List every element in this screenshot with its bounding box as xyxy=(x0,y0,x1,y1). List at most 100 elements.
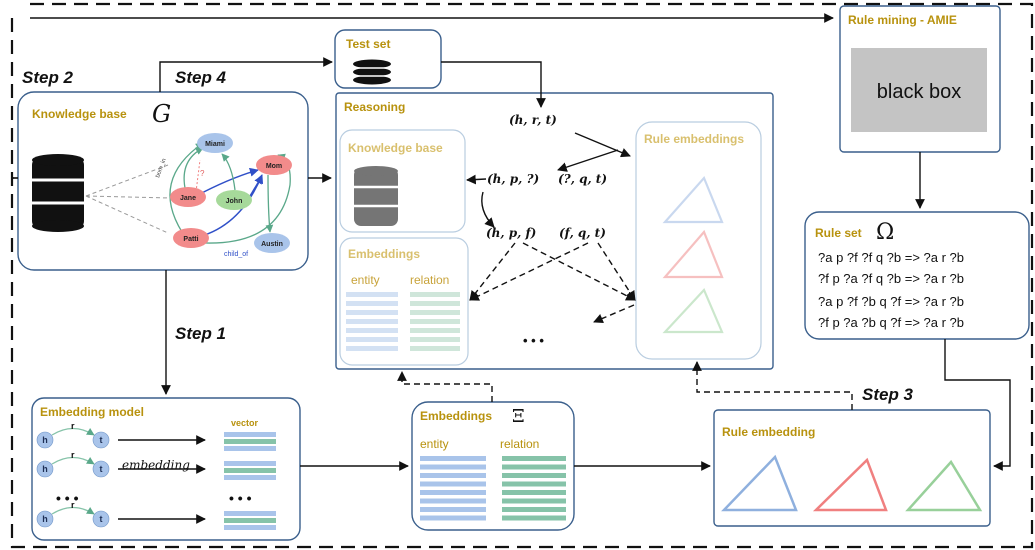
entity-node-john xyxy=(216,190,252,210)
reasoning-title: Reasoning xyxy=(344,100,405,114)
relation-bar xyxy=(502,456,566,461)
rule-embedding-box: Rule embedding xyxy=(713,409,991,527)
faint-relation-bar xyxy=(410,292,460,297)
test-set-database-icon xyxy=(353,59,391,85)
relation-node-label: r xyxy=(71,421,75,431)
faint-relation-bar xyxy=(410,328,460,333)
step3-label: Step 3 xyxy=(862,385,914,404)
relation-label-question: ? xyxy=(200,169,205,178)
triangle-blue xyxy=(721,454,798,512)
rule-set-title: Rule set xyxy=(815,226,862,240)
relation-arc xyxy=(51,506,95,515)
faint-relation-bar xyxy=(410,319,460,324)
tail-node xyxy=(92,431,110,449)
head-node-label: h xyxy=(42,514,48,524)
reasoning-entity-label: entity xyxy=(351,273,380,287)
reasoning-embeddings-title: Embeddings xyxy=(348,247,420,261)
head-node xyxy=(36,460,54,478)
faint-entity-bar xyxy=(346,301,398,306)
entity-node-jane xyxy=(170,187,206,207)
entity-bar xyxy=(420,456,486,461)
tail-node-label: t xyxy=(100,435,103,445)
svg-text:Mom: Mom xyxy=(266,163,282,170)
entity-bar xyxy=(420,464,486,470)
vector-bar-relation xyxy=(224,439,276,444)
faint-entity-bar xyxy=(346,337,398,342)
embedding-model-title: Embedding model xyxy=(40,405,144,419)
test-set-title: Test set xyxy=(346,37,390,51)
relation-bar xyxy=(502,481,566,487)
reasoning-relation-label: relation xyxy=(410,273,449,287)
embeddings-box: Embeddings Ξ entity relation xyxy=(411,401,575,531)
faint-relation-bar xyxy=(410,337,460,342)
faint-entity-bar xyxy=(346,310,398,315)
vector-bar-relation xyxy=(224,468,276,473)
svg-text:John: John xyxy=(226,198,243,205)
faint-entity-bar xyxy=(346,346,398,351)
rule-4: ?f p ?a ?b q ?f => ?a r ?b xyxy=(818,315,964,330)
relation-bar xyxy=(502,507,566,512)
svg-text:Patti: Patti xyxy=(183,236,198,243)
rule-mining-box: Rule mining - AMIE black box xyxy=(839,5,1001,153)
entity-bar xyxy=(420,490,486,495)
rule-1: ?a p ?f ?f q ?b => ?a r ?b xyxy=(818,250,964,265)
vector-bars xyxy=(224,432,276,530)
embeddings-symbol: Ξ xyxy=(512,406,525,427)
arrow-rule-embedding-to-reasoning xyxy=(692,361,853,410)
rule-3: ?a p ?f ?b q ?f => ?a r ?b xyxy=(818,294,964,309)
kb-symbol: G xyxy=(152,100,171,128)
rule-mining-title: Rule mining - AMIE xyxy=(848,13,957,27)
rule-2: ?f p ?a ?f q ?b => ?a r ?b xyxy=(818,271,964,286)
relation-bar xyxy=(502,515,566,521)
outer-dashed-frame xyxy=(10,2,1034,549)
rule-set-symbol: Ω xyxy=(876,220,894,245)
vector-bar-entity xyxy=(224,511,276,516)
faint-entity-bar xyxy=(346,292,398,297)
arrow-step4 xyxy=(159,57,333,92)
entity-node-mom xyxy=(256,155,292,175)
head-node-label: h xyxy=(42,464,48,474)
vector-bar-entity xyxy=(224,446,276,451)
rule-embeddings-title: Rule embeddings xyxy=(644,132,744,146)
embeddings-bars xyxy=(420,456,566,521)
embedding-arrow-label: embedding xyxy=(122,458,190,472)
reasoning-embedding-bars xyxy=(346,292,460,351)
vector-bar-relation xyxy=(224,518,276,523)
database-icon xyxy=(32,154,84,232)
vector-bar-entity xyxy=(224,525,276,530)
reasoning-ellipsis: • • • xyxy=(523,333,544,348)
rule-embedding-title: Rule embedding xyxy=(722,425,815,439)
path-f-q-t: (f, q, t) xyxy=(559,226,606,240)
arrow-ruleset-to-rule-embedding xyxy=(944,339,1011,471)
relation-node-label: r xyxy=(71,450,75,460)
entity-bar xyxy=(420,515,486,521)
embeddings-title: Embeddings xyxy=(420,409,492,423)
rule-set-box: Rule set Ω ?a p ?f ?f q ?b => ?a r ?b ?f… xyxy=(804,211,1030,340)
query-triple: (h, r, t) xyxy=(509,113,557,127)
entity-node-patti xyxy=(173,228,209,248)
reasoning-box: Reasoning Knowledge base Embeddings enti… xyxy=(335,92,774,370)
tail-node xyxy=(92,510,110,528)
vectors-ellipsis: • • • xyxy=(229,490,252,506)
triangle-faint-red xyxy=(662,229,724,279)
entity-node-austin xyxy=(254,233,290,253)
arrow-embeddings-to-reasoning xyxy=(397,371,493,402)
reasoning-kb-title: Knowledge base xyxy=(348,141,443,155)
step2-label: Step 2 xyxy=(22,68,74,87)
entity-bar xyxy=(420,481,486,487)
faint-relation-bar xyxy=(410,301,460,306)
vector-bar-entity xyxy=(224,432,276,437)
relation-bar xyxy=(502,490,566,495)
path-h-p-unknown: (h, p, ?) xyxy=(487,172,539,186)
svg-text:Miami: Miami xyxy=(205,141,225,148)
triangle-red xyxy=(812,457,888,512)
step4-label: Step 4 xyxy=(175,68,227,87)
kb-title: Knowledge base xyxy=(32,107,127,121)
entity-bar xyxy=(420,473,486,478)
embeddings-entity-label: entity xyxy=(420,437,449,451)
triangle-faint-blue xyxy=(662,175,724,224)
vector-bar-entity xyxy=(224,475,276,480)
entity-bar xyxy=(420,507,486,512)
